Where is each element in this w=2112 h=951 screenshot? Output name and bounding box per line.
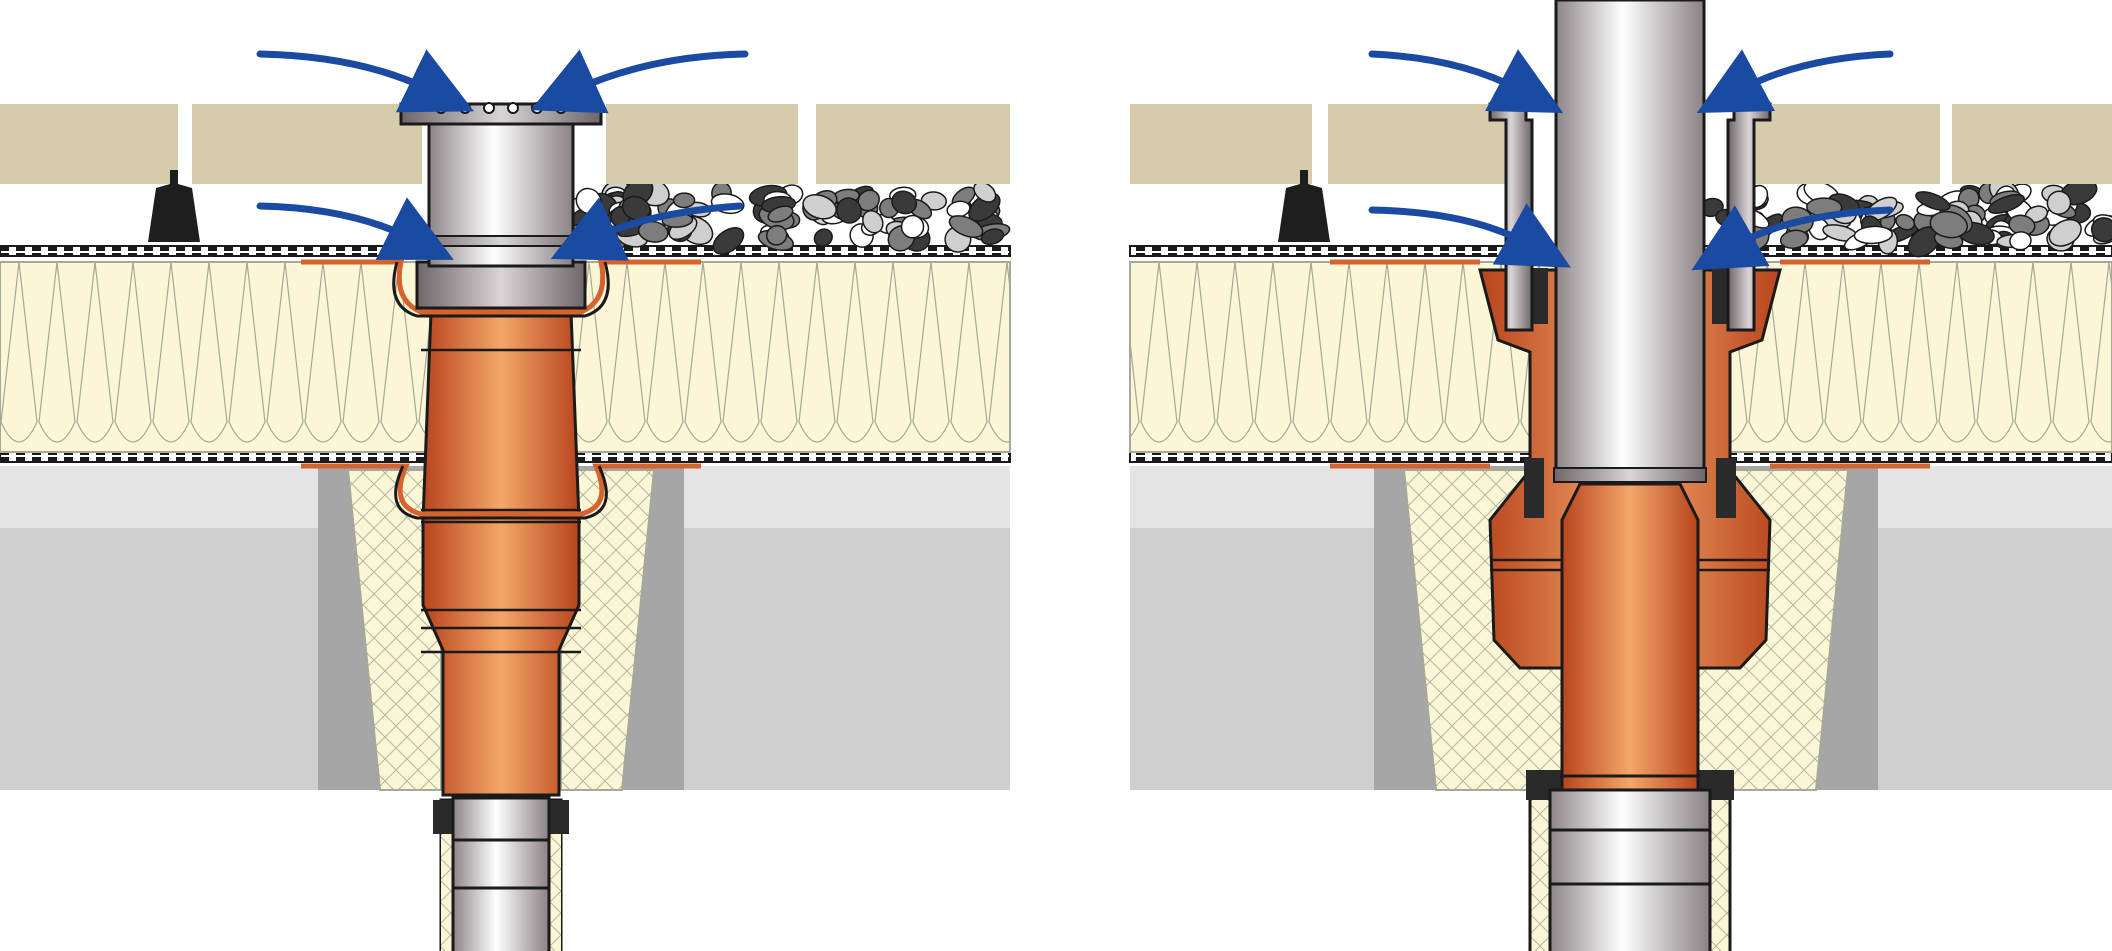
- lower-steel-pipe: [1548, 788, 1712, 951]
- gasket: [1532, 268, 1548, 324]
- inner-pipe: [1560, 482, 1700, 792]
- gasket: [1716, 458, 1736, 518]
- paving-slab: [816, 104, 1010, 184]
- lower-steel-pipe: [451, 796, 551, 951]
- gravel-stone: [1915, 191, 1951, 211]
- flange-outline: [392, 261, 610, 318]
- paving-slab: [0, 104, 178, 184]
- gravel-stone: [1853, 225, 1894, 245]
- grate-slot: [483, 102, 495, 114]
- water-flow-arrow-icon: [530, 49, 749, 114]
- gravel-stone: [802, 194, 837, 220]
- upper-flange: [301, 259, 701, 315]
- water-flow-arrow-icon: [1368, 203, 1571, 268]
- paving-slab: [192, 104, 422, 184]
- panel-right: [1129, 0, 2112, 951]
- water-flow-arrow-icon: [256, 197, 454, 260]
- grate-slot: [459, 102, 471, 114]
- vent-pipe: [1554, 0, 1706, 482]
- insulation-sleeve: [346, 469, 656, 791]
- water-flow-arrow-icon: [256, 49, 475, 113]
- gravel-layer: [568, 177, 1011, 255]
- gravel-stone: [1987, 193, 2025, 215]
- gasket: [1524, 458, 1544, 518]
- paving-slab: [606, 104, 798, 184]
- grate-slot: [507, 102, 519, 114]
- grate-slot: [435, 102, 447, 114]
- gravel-stone: [836, 197, 862, 224]
- grate-cover: [399, 102, 603, 126]
- water-flow-arrow-icon: [550, 197, 744, 261]
- gravel-stone: [1929, 210, 1969, 239]
- gravel-stone: [765, 224, 788, 246]
- gravel-stone: [1895, 213, 1916, 231]
- gravel-stone: [2009, 231, 2032, 251]
- gasket: [1712, 268, 1728, 324]
- lower-flange: [301, 463, 701, 517]
- panel-left: [0, 102, 1011, 951]
- gravel-stone: [2090, 217, 2112, 243]
- flange-outline: [394, 465, 608, 520]
- drain-assembly-right: [1330, 0, 1930, 951]
- water-flow-arrow-icon: [1691, 205, 1894, 271]
- drain-body: [421, 310, 581, 797]
- paving-support-pad-icon: [1278, 170, 1330, 242]
- gravel-stone: [2048, 218, 2082, 247]
- paving-slab: [1130, 104, 1312, 184]
- gravel-stone: [891, 190, 918, 215]
- gravel-stone: [767, 205, 794, 223]
- gravel-stone: [637, 220, 669, 243]
- grate-slot: [555, 102, 567, 114]
- gravel-stone: [973, 181, 997, 203]
- sleeve-left: [346, 469, 442, 791]
- gravel-stone: [980, 228, 1005, 246]
- gravel-stone: [712, 227, 745, 255]
- vent-pipe-end: [1553, 467, 1707, 483]
- gravel-stone: [2046, 190, 2072, 215]
- gravel-stone: [1779, 229, 1809, 249]
- paving-slab: [1952, 104, 2112, 184]
- gravel-stone: [672, 192, 696, 209]
- water-flow-arrow-icon: [1368, 49, 1564, 114]
- gravel-stone: [900, 214, 925, 239]
- sleeve-right: [560, 469, 656, 791]
- clamping-ring: [415, 260, 587, 310]
- gravel-stone: [862, 210, 884, 234]
- paving-support-pad-icon: [148, 170, 200, 242]
- paving-slab: [1750, 104, 1940, 184]
- gravel-stone: [813, 228, 833, 247]
- extension-flange: [416, 235, 586, 247]
- drain-assembly-left: [301, 102, 701, 951]
- water-flow-arrow-icon: [1696, 49, 1894, 114]
- grate-slot: [531, 102, 543, 114]
